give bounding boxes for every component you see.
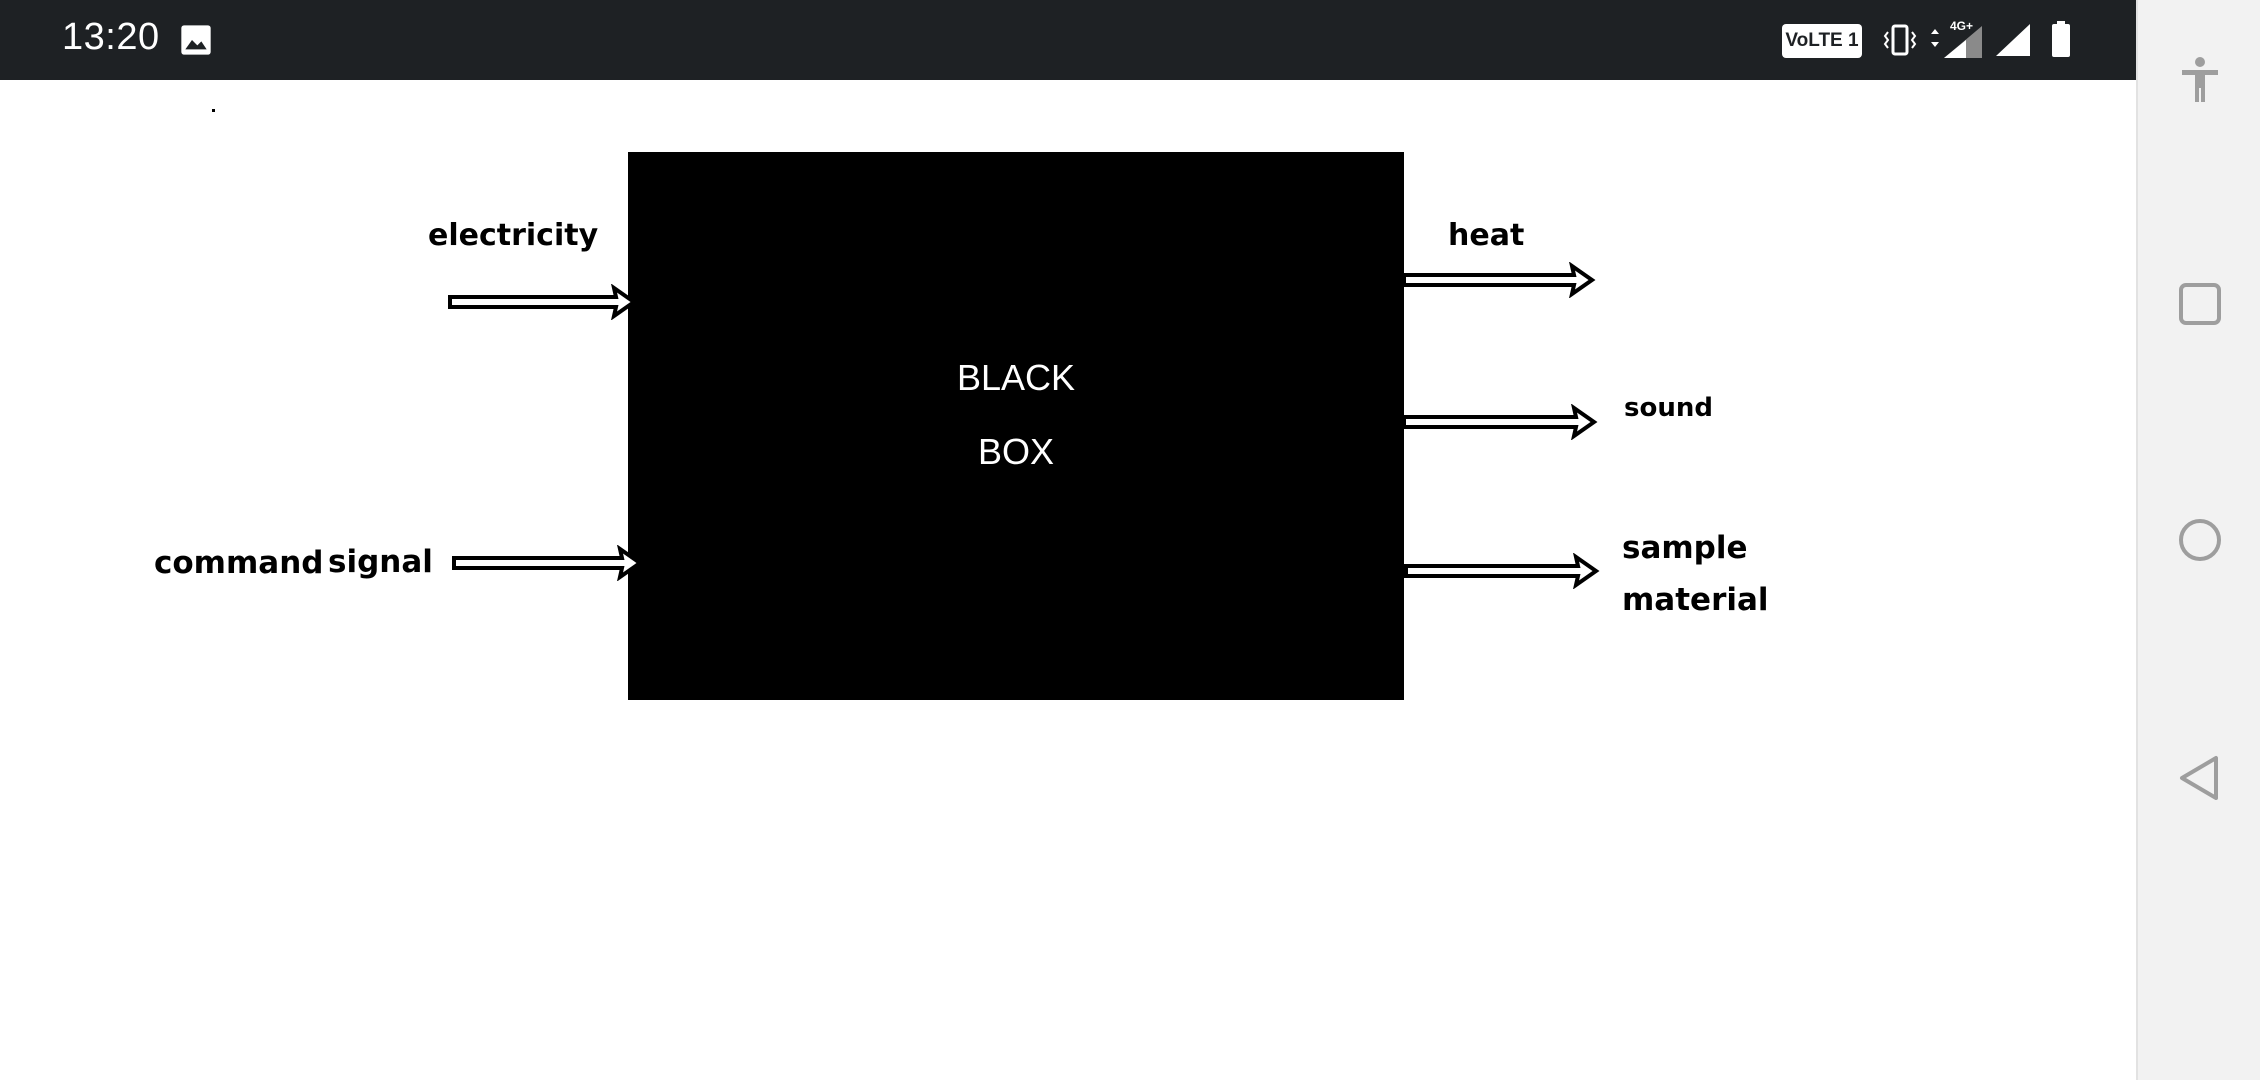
navigation-bar xyxy=(2136,0,2260,1080)
stray-dot xyxy=(212,109,215,112)
input-label-command: command xyxy=(154,545,324,581)
diagram-canvas: BLACK BOX electricity command signal hea… xyxy=(0,80,2136,1080)
output-label-sample: sample xyxy=(1622,530,1748,566)
output-label-sound: sound xyxy=(1624,393,1713,423)
image-icon xyxy=(181,25,211,55)
output-arrow-sound xyxy=(1402,404,1598,440)
home-icon[interactable] xyxy=(2174,514,2226,566)
signal-4g-icon: 4G+ xyxy=(1931,19,1982,58)
box-label-line1: BLACK xyxy=(956,357,1076,398)
back-icon[interactable] xyxy=(2174,752,2226,804)
box-label-line2: BOX xyxy=(977,431,1055,472)
status-time: 13:20 xyxy=(62,16,160,58)
vibrate-icon xyxy=(1883,24,1917,56)
signal-icon xyxy=(1996,24,2030,56)
input-label-signal: signal xyxy=(328,544,433,580)
status-bar: 13:20 VoLTE 1 4G+ xyxy=(0,0,2136,80)
battery-icon xyxy=(2052,21,2070,57)
input-arrow-command-signal xyxy=(452,545,644,581)
volte-badge: VoLTE 1 xyxy=(1782,24,1862,58)
output-label-material: material xyxy=(1622,582,1769,618)
output-arrow-sample-material xyxy=(1404,553,1600,589)
input-label-electricity: electricity xyxy=(428,218,599,253)
output-label-heat: heat xyxy=(1448,218,1525,253)
recents-icon[interactable] xyxy=(2174,278,2226,330)
black-box: BLACK BOX xyxy=(628,152,1404,700)
accessibility-icon[interactable] xyxy=(2174,54,2226,106)
output-arrow-heat xyxy=(1402,262,1596,298)
network-label: 4G+ xyxy=(1950,19,1973,33)
input-arrow-electricity xyxy=(448,284,638,320)
